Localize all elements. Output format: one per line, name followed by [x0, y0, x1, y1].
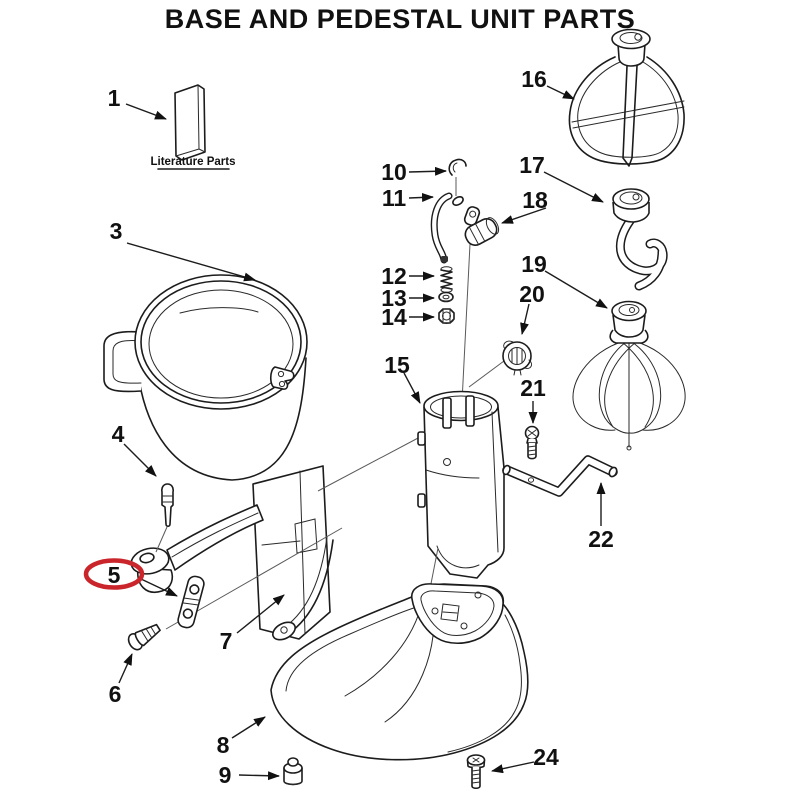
callout-20: 20 [519, 281, 545, 307]
bracket-plate-drawing [177, 575, 205, 629]
callout-5: 5 [108, 562, 121, 588]
callout-15: 15 [384, 352, 410, 378]
pedestal-column-drawing [417, 390, 505, 579]
spring-drawing [440, 266, 453, 293]
callout-7: 7 [220, 628, 233, 654]
lift-lever-drawing [430, 192, 464, 264]
assembly-line-panel-to-pedestal [317, 436, 421, 492]
callout-8: 8 [217, 732, 230, 758]
callout-6: 6 [109, 681, 122, 707]
literature-pack-drawing [157, 84, 230, 170]
lift-gear-drawing [502, 340, 533, 376]
callout-3: 3 [110, 218, 123, 244]
page-title: BASE AND PEDESTAL UNIT PARTS [164, 4, 636, 34]
locating-pin-drawing [161, 483, 174, 528]
callout-numbers: 1 3 4 5 6 7 8 9 10 11 12 13 14 15 16 17 … [108, 66, 614, 788]
assembly-line-pin-to-arm [155, 526, 168, 553]
foot-drawing [283, 757, 303, 786]
callout-10: 10 [381, 159, 407, 185]
highlight-ellipse [83, 558, 145, 590]
callout-22: 22 [588, 526, 614, 552]
callout-16: 16 [521, 66, 547, 92]
retainer-clip-drawing [448, 158, 467, 196]
callout-4: 4 [112, 421, 125, 447]
thumb-screw-drawing [127, 623, 161, 651]
callout-9: 9 [219, 762, 232, 788]
callout-21: 21 [520, 375, 546, 401]
literature-parts-caption: Literature Parts [150, 156, 235, 168]
callout-14: 14 [381, 304, 407, 330]
callout-1: 1 [108, 85, 121, 111]
callout-13: 13 [381, 285, 407, 311]
callout-17: 17 [519, 152, 545, 178]
callout-12: 12 [381, 263, 407, 289]
pedestal-screw-drawing [524, 425, 540, 460]
pedestal-mount-plate [410, 583, 504, 645]
callout-24: 24 [533, 744, 559, 770]
callout-18: 18 [522, 187, 548, 213]
dough-hook-drawing [612, 188, 668, 291]
mixing-bowl-drawing [103, 274, 308, 481]
wire-whip-drawing [572, 300, 686, 451]
assembly-line-latch-to-pedestal [461, 243, 471, 403]
leader-lines [118, 85, 608, 781]
latch-clip-drawing [463, 206, 500, 246]
washer-drawing [438, 291, 454, 303]
base-drawing [270, 583, 529, 761]
nut-drawing [438, 308, 455, 324]
lever-threaded-tip [441, 256, 448, 262]
crank-handle-drawing [502, 455, 618, 497]
bowl-pin-bracket [269, 366, 295, 390]
callout-19: 19 [521, 251, 547, 277]
support-arm-drawing [130, 465, 334, 641]
assembly-line-gear-to-pedestal [468, 360, 505, 388]
flat-beater-drawing [568, 28, 685, 167]
callout-11: 11 [382, 185, 407, 211]
base-screw-drawing [466, 754, 486, 790]
